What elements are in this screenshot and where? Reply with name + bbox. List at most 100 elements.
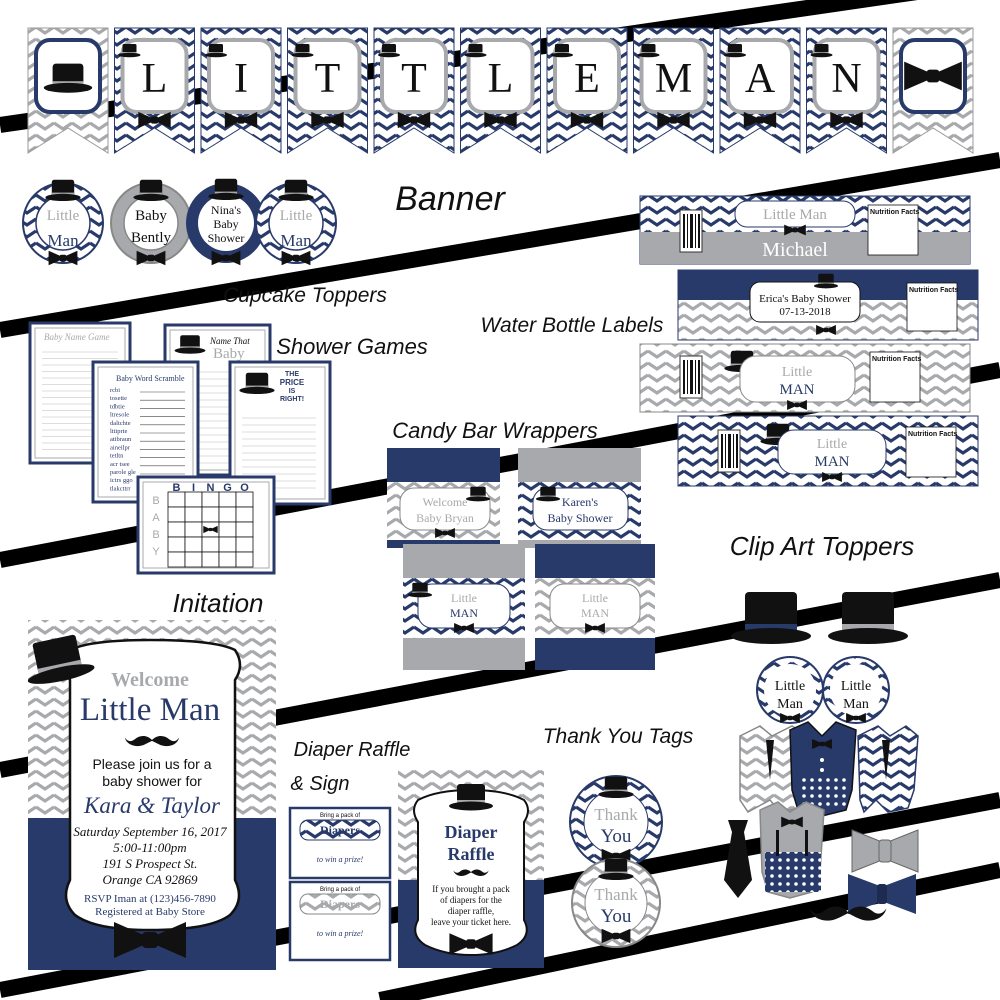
banner-letter: A [745,56,776,102]
banner-pennant: M [633,27,714,154]
bingo-cell [167,536,186,553]
diaper-raffle-tickets: Bring a pack of Diapers to win a prize! … [288,806,392,962]
bingo-letter: O [240,482,249,494]
label-diaper-raffle: Diaper Raffle [294,739,411,761]
scramble-word: tetltn [110,453,124,460]
invite-city: Orange CA 92869 [102,872,198,887]
invite-title: Little Man [80,692,220,728]
banner-letter: M [655,56,692,102]
bingo-letter: N [207,482,215,494]
topper-text-3b: Baby [213,217,238,231]
scramble-word: lttiprte [110,428,127,435]
label-clip-art: Clip Art Toppers [730,531,915,561]
water-label-3-facts: Nutrition Facts [872,356,921,363]
bingo-cell [184,536,203,553]
shower-games: Baby Name Game Name That Baby Baby Word … [28,321,332,575]
label-thank-you: Thank You Tags [543,725,694,748]
clipart-bowtie-gray [851,829,919,873]
clipart-onesie-dots [759,801,825,899]
topper-text-2a: Baby [135,208,167,224]
thank-you-tag-2: Thank You [571,858,661,948]
water-label-4-facts: Nutrition Facts [908,431,957,438]
baby-letter: B [152,495,159,507]
clipart-tie [724,820,752,898]
price-text-4: RIGHT! [280,396,304,403]
candy-1-line2: Baby Bryan [416,511,474,525]
banner-letter: L [142,56,168,102]
game-namethat-title: Name That [209,336,250,346]
section-labels: Banner Cupcake Toppers Shower Games Wate… [172,180,914,795]
candy-wrapper-4: Little MAN [535,544,655,670]
banner-pennant [27,27,109,154]
price-text-1: THE [285,371,299,378]
bingo-cell [218,506,237,523]
banner-letter: L [488,56,514,102]
clipart-circle-1: Little Man [756,656,824,724]
water-label-3-line2: MAN [779,382,814,398]
label-cupcake-toppers: Cupcake Toppers [223,284,387,307]
thanks-1-line1: Thank [594,805,638,824]
sign-body-2: of diapers for the [440,895,502,905]
water-label-1-name: Michael [762,239,828,261]
water-label-2-date: 07-13-2018 [779,306,831,318]
ticket-2-mid: to win a prize! [317,929,364,938]
topper-text-1a: Little [47,208,80,224]
candy-wrapper-1: Welcome Baby Bryan [387,448,500,548]
topper-text-4b: Man [280,231,312,250]
invite-join-2: baby shower for [102,773,202,789]
invite-address: 191 S Prospect St. [103,856,198,871]
invite-registered: Registered at Baby Store [95,906,205,918]
price-text-3: IS [289,388,296,395]
sign-body-4: leave your ticket here. [431,917,511,927]
banner-pennant: A [719,27,801,154]
banner-pennant [892,27,974,154]
topper-text-3c: Shower [208,231,245,245]
bingo-letter: I [192,482,195,494]
candy-bar-wrappers: Welcome Baby Bryan Karen's Baby Shower L… [387,448,655,670]
label-invitation: Initation [172,588,263,618]
cupcake-topper-2: Baby Bently [110,179,192,266]
ticket-1-top: Bring a pack of [320,813,360,819]
thanks-2-line1: Thank [594,885,638,904]
bingo-cell [167,521,186,538]
label-water-bottle: Water Bottle Labels [481,314,664,337]
water-label-4-line1: Little [817,437,847,452]
bingo-cell [201,491,220,508]
bingo-cell [201,506,220,523]
bingo-letter: B [173,482,181,494]
candy-3-line2: MAN [450,606,478,620]
bingo-cell [218,536,237,553]
baby-letter: Y [152,546,160,558]
invite-rsvp: RSVP Iman at (123)456-7890 [84,893,216,905]
candy-2-line1: Karen's [562,495,598,509]
raffle-ticket-2: Bring a pack of Diapers to win a prize! [288,880,392,962]
candy-4-line2: MAN [581,606,609,620]
bingo-cell [201,551,220,568]
clipart-circle-1-line2: Man [777,697,803,712]
water-label-3: Little MAN Nutrition Facts [639,343,971,413]
candy-1-line1: Welcome [422,495,467,509]
label-candy-bar: Candy Bar Wrappers [392,418,597,443]
candy-wrapper-2: Karen's Baby Shower [518,448,641,548]
water-label-4-line2: MAN [814,454,849,470]
cupcake-topper-3: Nina's Baby Shower [186,178,266,266]
invite-join-1: Please join us for a [92,756,211,772]
clipart-circle-2-line1: Little [841,679,871,694]
clipart-circle-2: Little Man [822,656,890,724]
label-shower-games: Shower Games [276,334,428,359]
ticket-1-title: Diapers [320,823,360,837]
clipart-circle-2-line2: Man [843,697,869,712]
scramble-word: daltchte [110,420,131,427]
scramble-word: atibraun [110,436,132,443]
water-label-2: Erica's Baby Shower 07-13-2018 Nutrition… [677,269,979,341]
bingo-cell [218,491,237,508]
banner-pennant: L [460,27,541,154]
topper-text-2b: Bently [131,230,171,246]
bingo-cell [218,521,237,538]
water-label-1-title: Little Man [763,207,827,223]
clipart-circle-1-line1: Little [775,679,805,694]
ticket-1-mid: to win a prize! [317,855,364,864]
